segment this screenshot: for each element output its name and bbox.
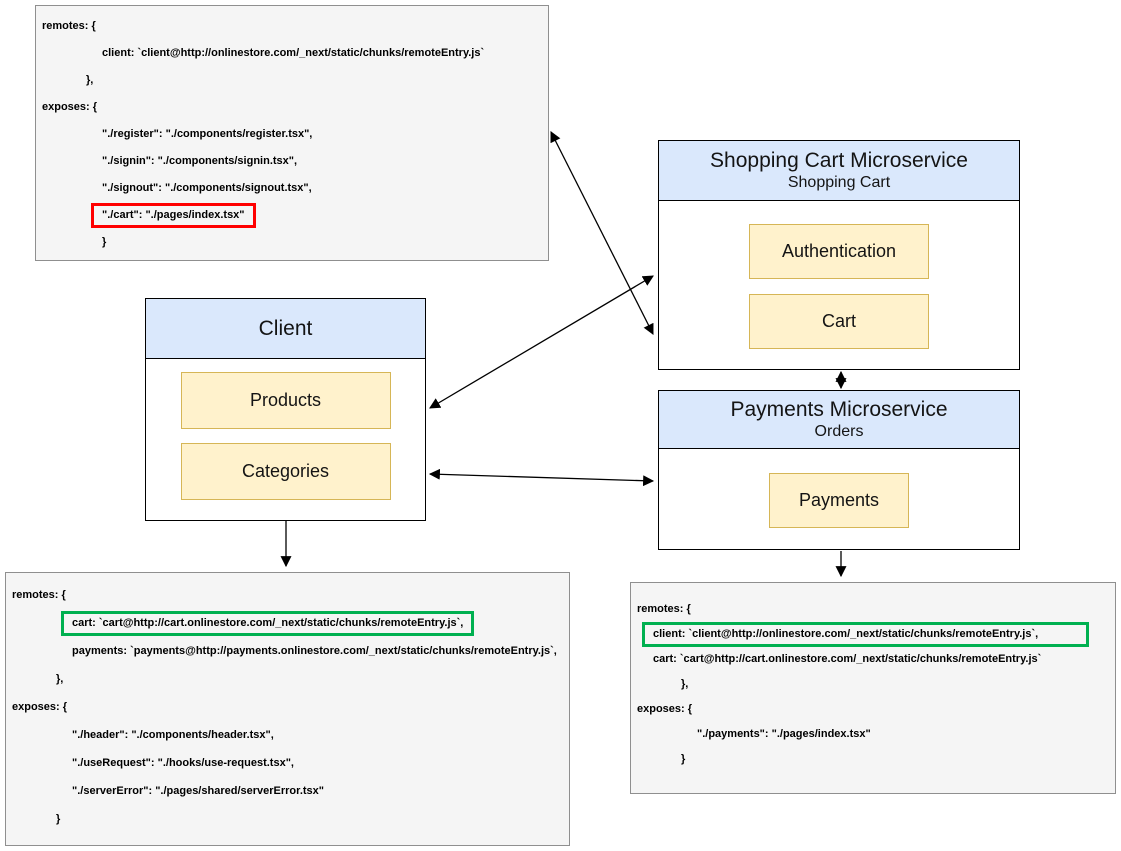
client-config-code-block: remotes: { cart: `cart@http://cart.onlin… (5, 572, 570, 846)
cart-expose-red-highlight: "./cart": "./pages/index.tsx" (91, 202, 256, 228)
payments-config-code-block: remotes: { client: `client@http://online… (630, 582, 1116, 794)
shopping-cart-node-title: Shopping Cart Microservice (710, 149, 968, 172)
code-line: remotes: { (12, 589, 66, 601)
component-products: Products (180, 372, 391, 429)
component-payments: Payments (769, 473, 909, 528)
component-cart: Cart (749, 294, 929, 349)
code-line: exposes: { (12, 701, 68, 713)
payments-node-subtitle: Orders (814, 423, 864, 440)
arrow-shopping-cart-config-to-shopping-cart (550, 131, 654, 335)
code-line: } (681, 753, 686, 765)
component-authentication: Authentication (749, 224, 929, 279)
client-node-body: Products Categories (146, 359, 425, 500)
code-line: "./signout": "./components/signout.tsx", (102, 182, 312, 194)
shopping-cart-node-subtitle: Shopping Cart (787, 174, 891, 191)
code-line: client: `client@http://onlinestore.com/_… (631, 622, 1115, 647)
code-line: exposes: { (42, 101, 98, 113)
code-line: } (102, 236, 107, 248)
code-line: client: `client@http://onlinestore.com/_… (102, 47, 485, 59)
code-line: "./register": "./components/register.tsx… (102, 128, 313, 140)
code-line: payments: `payments@http://payments.onli… (72, 645, 557, 657)
code-line: remotes: { (42, 20, 96, 32)
payments-node-title: Payments Microservice (730, 398, 948, 421)
code-line: "./payments": "./pages/index.tsx" (697, 728, 871, 740)
code-line: exposes: { (637, 703, 693, 715)
code-line: cart: `cart@http://cart.onlinestore.com/… (6, 609, 569, 637)
shopping-cart-node: Shopping Cart Microservice Shopping Cart… (658, 140, 1020, 370)
shopping-cart-node-body: Authentication Cart (659, 201, 1019, 349)
code-line: remotes: { (637, 603, 691, 615)
code-line: "./cart": "./pages/index.tsx" (36, 202, 548, 229)
client-node-header: Client (146, 299, 425, 359)
code-line: }, (56, 673, 64, 685)
component-categories: Categories (180, 443, 391, 500)
shopping-cart-node-header: Shopping Cart Microservice Shopping Cart (659, 141, 1019, 201)
shopping-cart-config-code-block: remotes: { client: `client@http://online… (35, 5, 549, 261)
payments-node-header: Payments Microservice Orders (659, 391, 1019, 449)
code-line: "./header": "./components/header.tsx", (72, 729, 274, 741)
code-line: "./signin": "./components/signin.tsx", (102, 155, 298, 167)
code-line: }, (86, 74, 94, 86)
code-line: cart: `cart@http://cart.onlinestore.com/… (653, 653, 1042, 665)
client-remote-green-highlight: client: `client@http://onlinestore.com/_… (642, 622, 1090, 647)
cart-remote-green-highlight: cart: `cart@http://cart.onlinestore.com/… (61, 610, 475, 636)
payments-node: Payments Microservice Orders Payments (658, 390, 1020, 550)
payments-node-body: Payments (659, 449, 1019, 528)
arrow-client-to-payments (428, 468, 655, 487)
arrow-client-to-shopping-cart (429, 275, 654, 409)
code-line: "./useRequest": "./hooks/use-request.tsx… (72, 757, 294, 769)
client-node-title: Client (258, 316, 313, 340)
client-node: Client Products Categories (145, 298, 426, 521)
code-line: }, (681, 678, 689, 690)
code-line: "./serverError": "./pages/shared/serverE… (72, 785, 324, 797)
code-line: } (56, 813, 61, 825)
